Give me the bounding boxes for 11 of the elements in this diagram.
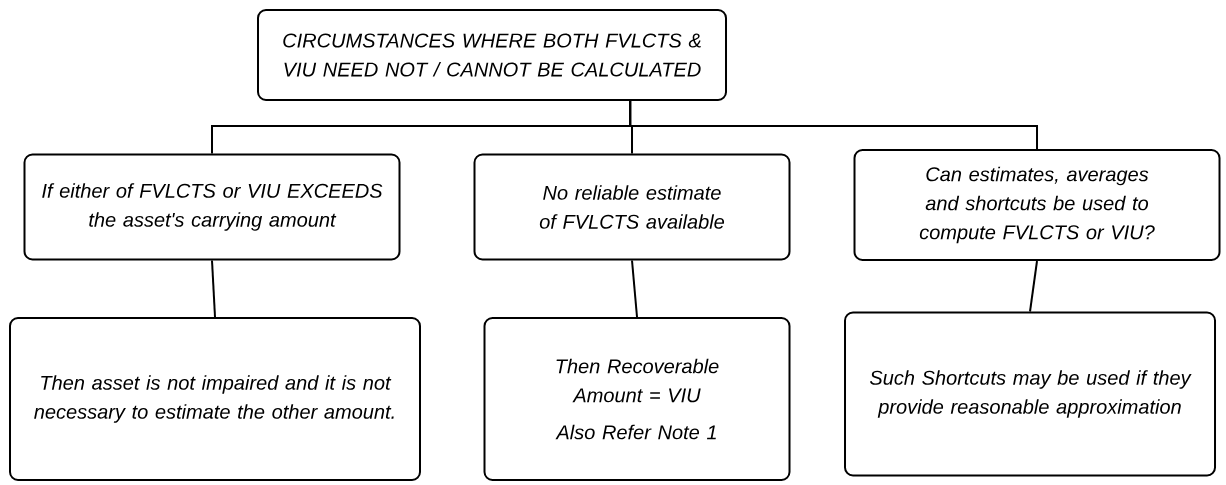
connector-line <box>211 259 216 318</box>
connector-line <box>1029 260 1038 313</box>
connector-line <box>629 100 1038 150</box>
process-box: No reliable estimate of FVLCTS available <box>473 153 791 261</box>
process-box: If either of FVLCTS or VIU EXCEEDS the asset's carrying amount <box>23 153 401 261</box>
process-box: Such Shortcuts may be used if they provide reasonable approximation <box>844 311 1216 477</box>
process-box: Can estimates, averages and shortcuts be used to compute FVLCTS or VIU? <box>853 149 1221 261</box>
process-box: Then asset is not impaired and it is not necessary to estimate the other amount. <box>9 317 421 481</box>
process-box: Then Recoverable Amount = VIU Also Refer Note 1 <box>483 317 791 481</box>
process-box: CIRCUMSTANCES WHERE BOTH FVLCTS & VIU NEED NOT / CANNOT BE CALCULATED <box>257 9 727 101</box>
connector-line <box>631 259 638 318</box>
